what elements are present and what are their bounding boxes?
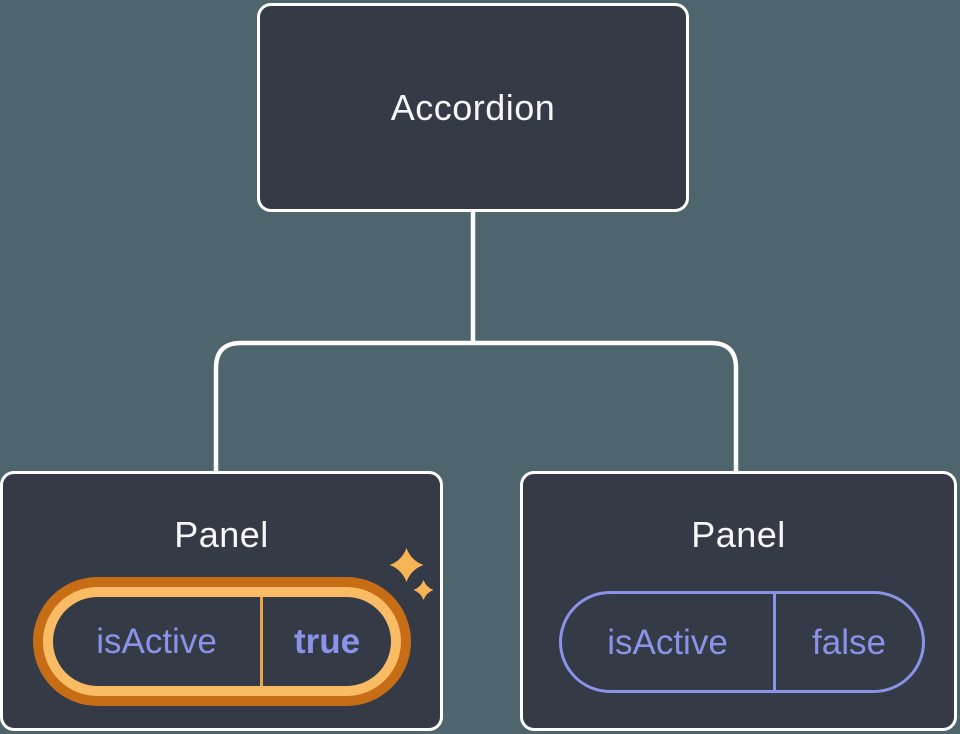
state-value-label: false [812, 622, 886, 662]
state-pill-highlight-ring: isActive true [33, 577, 411, 706]
accordion-node-label: Accordion [390, 86, 556, 128]
state-pill-active: isActive true [53, 597, 391, 686]
state-name-label: isActive [53, 597, 263, 686]
panel-node-label: Panel [174, 514, 269, 555]
panel-node-label: Panel [691, 514, 786, 555]
state-pill-inner-ring: isActive true [43, 587, 401, 696]
connector-bracket [213, 340, 739, 471]
state-value-label: true [293, 622, 361, 661]
panel-node-active: Panel isActive true [0, 471, 443, 731]
accordion-node: Accordion [257, 3, 689, 212]
state-name-label: isActive [562, 594, 776, 690]
state-pill-inactive: isActive false [559, 591, 925, 693]
panel-node-inactive: Panel isActive false [520, 471, 957, 731]
